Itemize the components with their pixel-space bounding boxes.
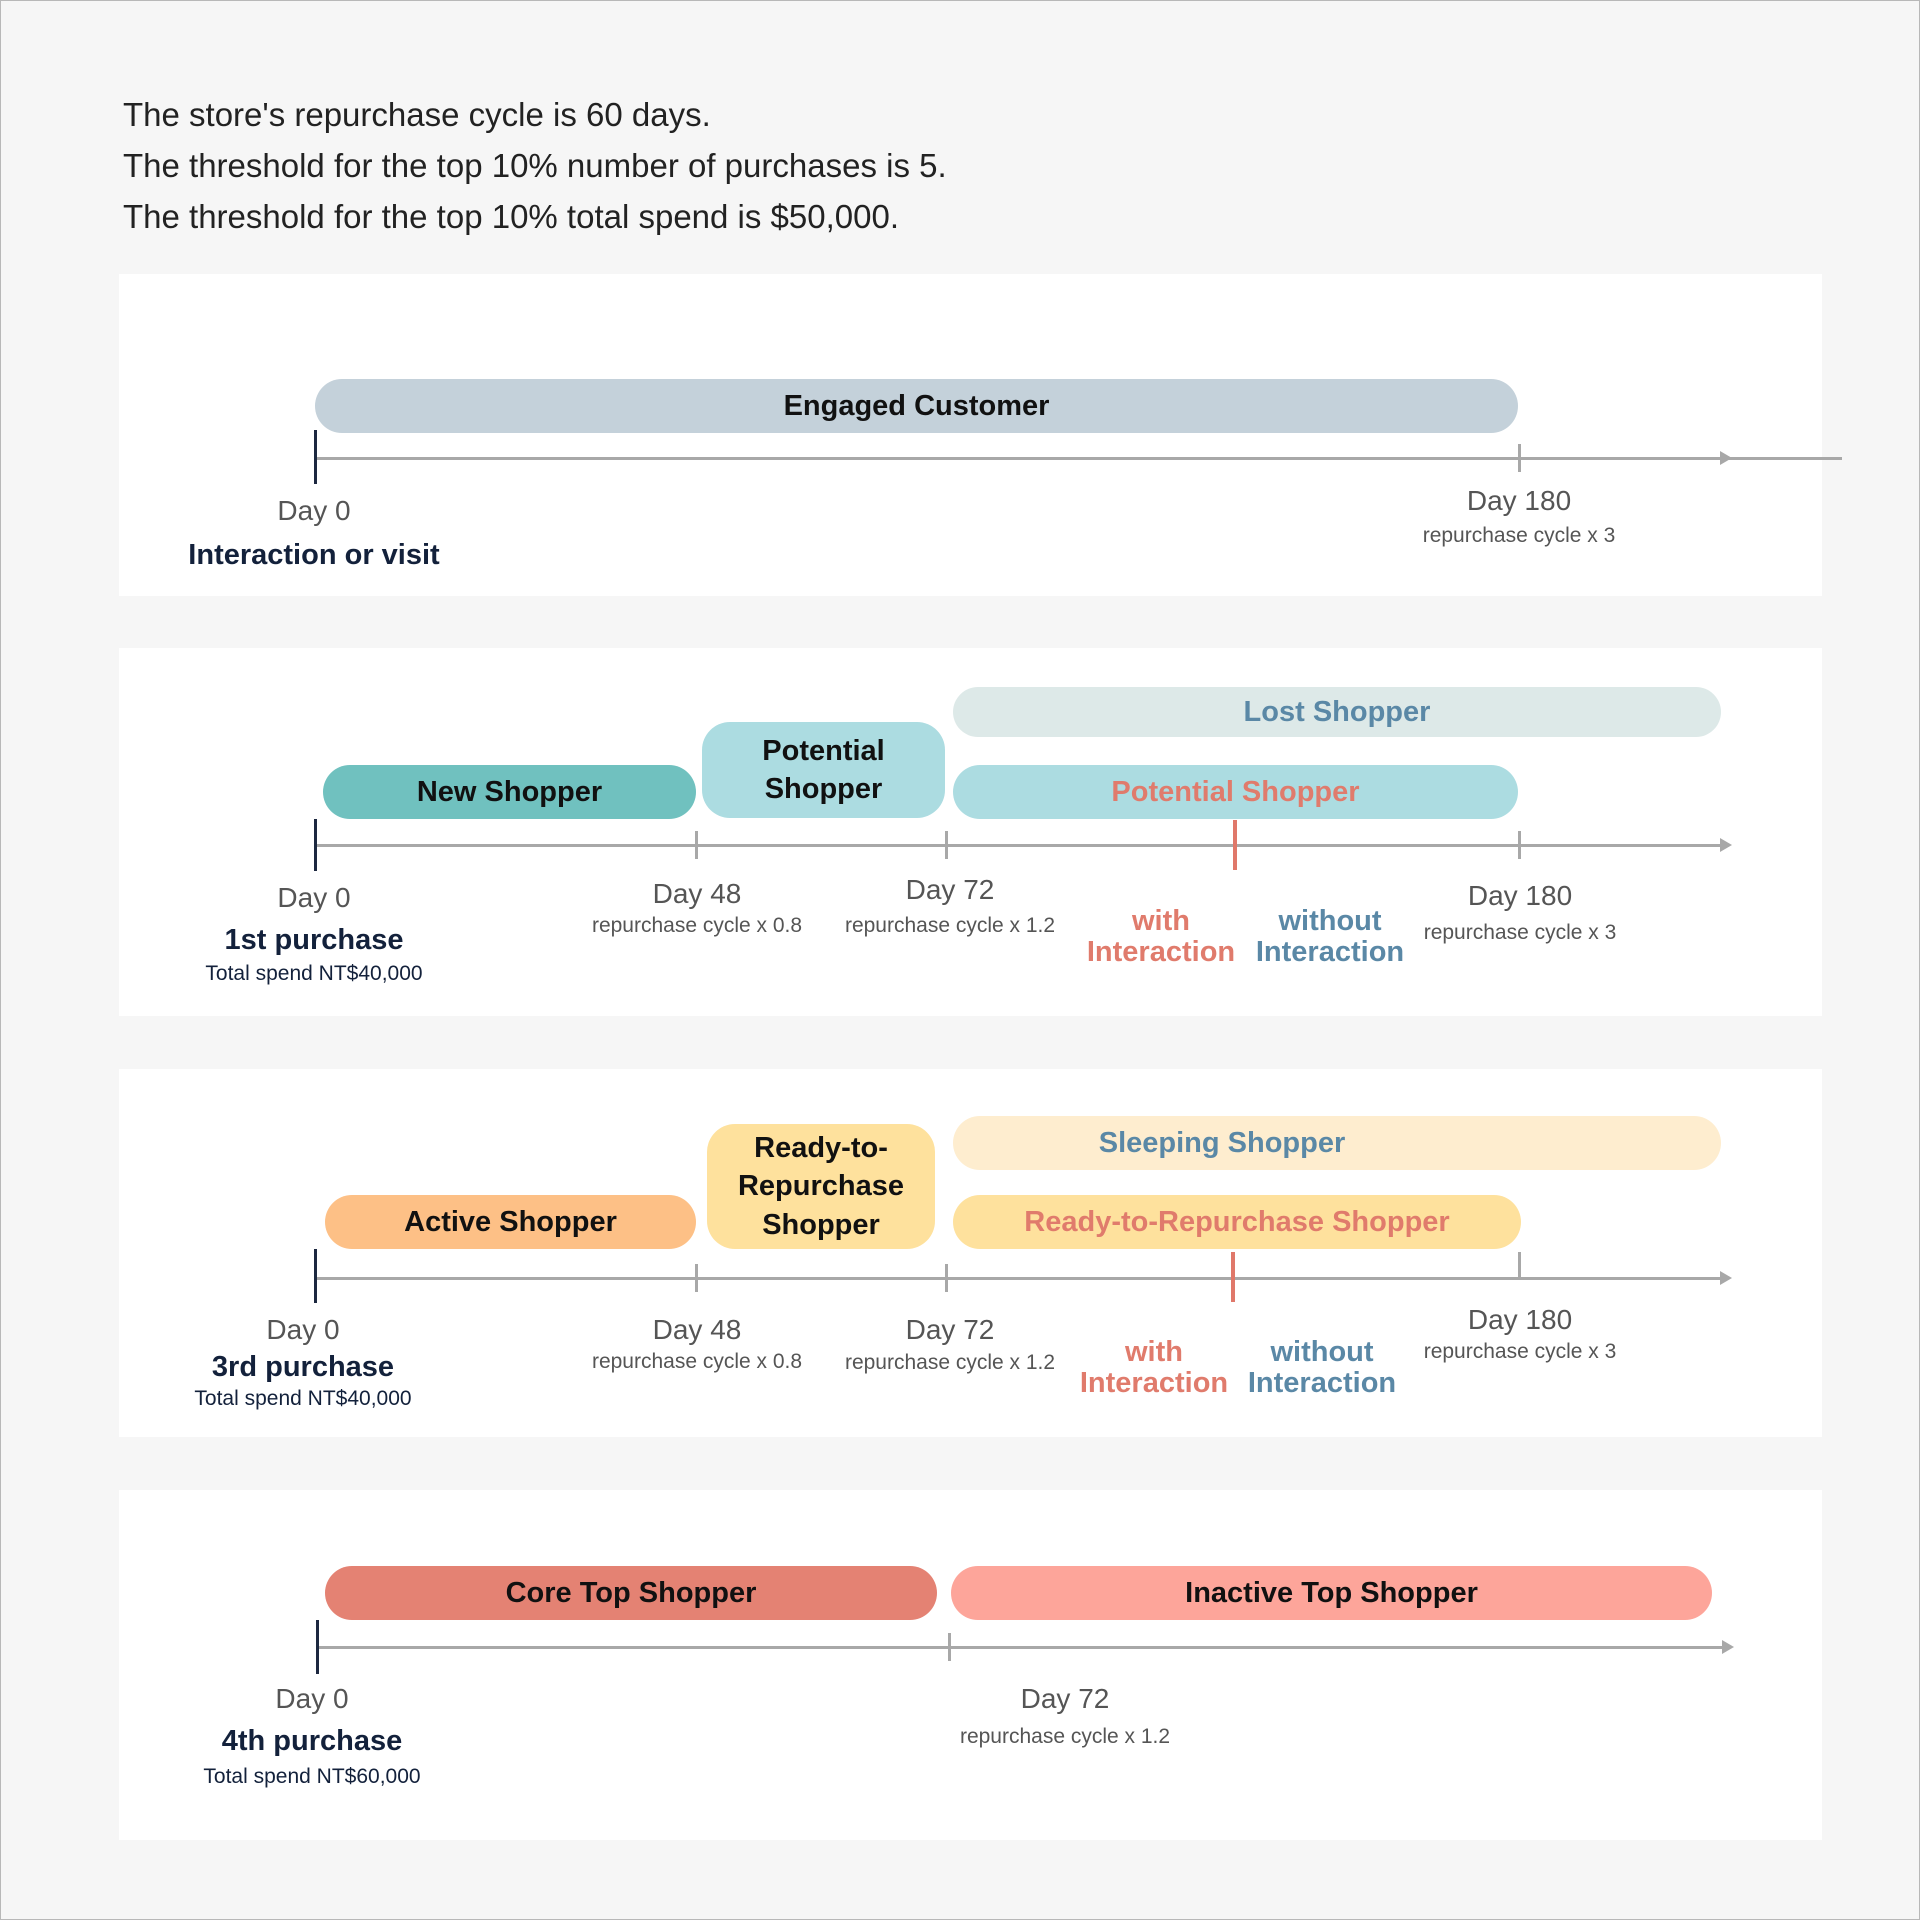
label-total-spend: Total spend NT$40,000 (205, 962, 423, 985)
label-day-48: Day 48 (652, 1314, 742, 1345)
timeline-axis (315, 1277, 1720, 1280)
label-cycle-x3: repurchase cycle x 3 (1422, 524, 1616, 547)
panel-third-purchase: Sleeping Shopper Active Shopper Ready-to… (119, 1069, 1822, 1437)
tick-day-72 (948, 1633, 951, 1661)
label-day-72: Day 72 (905, 1314, 995, 1345)
tick-day-48 (695, 831, 698, 859)
tick-day-180 (1518, 831, 1521, 859)
label-with-interaction: with Interaction (1086, 905, 1236, 969)
timeline-axis (317, 1646, 1723, 1649)
label-day-180: Day 180 (1467, 880, 1573, 911)
panel-first-purchase: Lost Shopper New Shopper Potential Shopp… (119, 648, 1822, 1016)
start-marker (314, 1249, 317, 1303)
timeline-arrowhead (1720, 1271, 1732, 1285)
label-day-0: Day 0 (277, 495, 351, 526)
intro-purchase-threshold: The threshold for the top 10% number of … (123, 147, 947, 184)
label-day-180: Day 180 (1466, 485, 1572, 516)
timeline-arrowhead (1720, 838, 1732, 852)
start-marker (316, 1620, 319, 1674)
label-day-180: Day 180 (1467, 1304, 1573, 1335)
label-day-72: Day 72 (1020, 1683, 1110, 1714)
label-cycle-x12: repurchase cycle x 1.2 (844, 1351, 1056, 1374)
tick-day-72 (945, 831, 948, 859)
timeline-arrowhead (1720, 451, 1732, 465)
label-event: 4th purchase (221, 1725, 403, 1757)
pill-ready-to-repurchase-shopper: Ready-to- Repurchase Shopper (707, 1124, 935, 1249)
panel-fourth-purchase: Core Top Shopper Inactive Top Shopper Da… (119, 1490, 1822, 1840)
label-total-spend: Total spend NT$60,000 (203, 1765, 421, 1788)
intro-repurchase-cycle: The store's repurchase cycle is 60 days. (123, 96, 711, 133)
tick-day-180 (1518, 1252, 1521, 1280)
label-with-interaction: with Interaction (1079, 1336, 1229, 1400)
tick-day-48 (695, 1264, 698, 1292)
label-cycle-x12: repurchase cycle x 1.2 (959, 1725, 1171, 1748)
interaction-divider (1231, 1252, 1235, 1302)
tick-day-72 (945, 1264, 948, 1292)
label-event: Interaction or visit (188, 539, 440, 571)
panel-engaged: Engaged Customer Day 0 Interaction or vi… (119, 274, 1842, 596)
pill-lost-shopper: Lost Shopper (953, 687, 1721, 737)
pill-potential-shopper: Potential Shopper (702, 722, 945, 818)
tick-day-180 (1518, 444, 1521, 472)
pill-inactive-top-shopper: Inactive Top Shopper (951, 1566, 1712, 1620)
label-event: 1st purchase (224, 924, 404, 956)
label-without-interaction: without Interaction (1247, 1336, 1397, 1400)
pill-active-shopper: Active Shopper (325, 1195, 696, 1249)
label-event: 3rd purchase (211, 1351, 395, 1383)
intro-spend-threshold: The threshold for the top 10% total spen… (123, 198, 900, 235)
pill-new-shopper: New Shopper (323, 765, 696, 819)
label-total-spend: Total spend NT$40,000 (194, 1387, 412, 1410)
interaction-divider (1233, 820, 1237, 870)
label-day-0: Day 0 (277, 882, 351, 913)
pill-engaged-customer: Engaged Customer (315, 379, 1518, 433)
pill-potential-shopper-extended: Potential Shopper (953, 765, 1518, 819)
pill-core-top-shopper: Core Top Shopper (325, 1566, 937, 1620)
label-day-0: Day 0 (266, 1314, 340, 1345)
label-without-interaction: without Interaction (1255, 905, 1405, 969)
pill-ready-to-repurchase-extended: Ready-to-Repurchase Shopper (953, 1195, 1521, 1249)
label-cycle-x3: repurchase cycle x 3 (1423, 921, 1617, 944)
label-day-72: Day 72 (905, 874, 995, 905)
label-cycle-x08: repurchase cycle x 0.8 (591, 914, 803, 937)
timeline-arrowhead (1722, 1640, 1734, 1654)
timeline-axis (315, 457, 1842, 460)
start-marker (314, 819, 317, 871)
label-day-0: Day 0 (275, 1683, 349, 1714)
timeline-axis (315, 844, 1720, 847)
label-cycle-x12: repurchase cycle x 1.2 (844, 914, 1056, 937)
label-day-48: Day 48 (652, 878, 742, 909)
start-marker (314, 430, 317, 484)
pill-sleeping-shopper: Sleeping Shopper (953, 1116, 1721, 1170)
label-cycle-x08: repurchase cycle x 0.8 (591, 1350, 803, 1373)
label-cycle-x3: repurchase cycle x 3 (1423, 1340, 1617, 1363)
